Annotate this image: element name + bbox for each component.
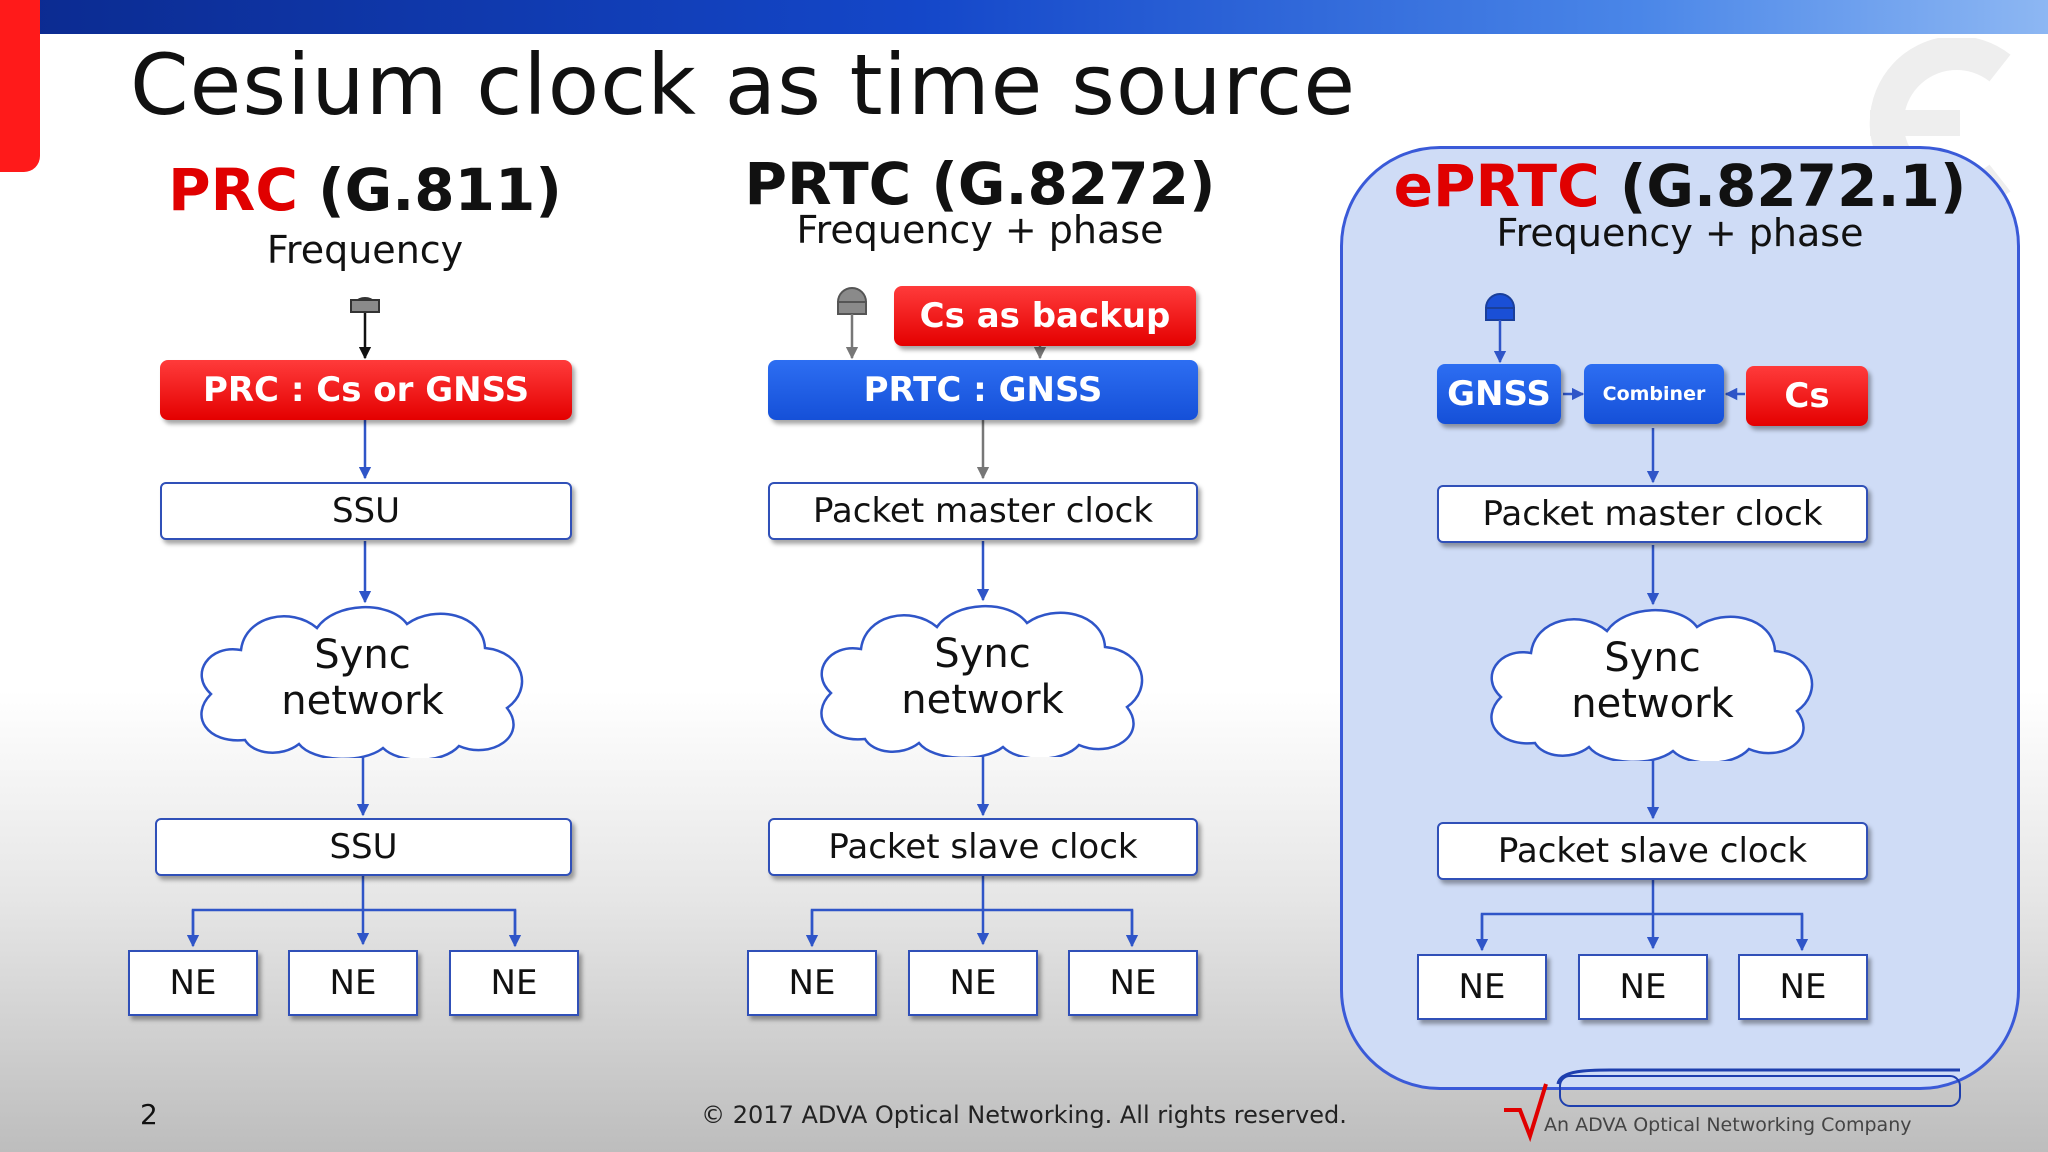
prc-sync-network-cloud: Sync network (185, 598, 540, 761)
antenna-icon (1484, 293, 1516, 321)
prtc-sync-network-cloud: Sync network (805, 597, 1160, 760)
copyright-notice: © 2017 ADVA Optical Networking. All righ… (701, 1101, 1347, 1129)
eprtc-heading-accent: ePRTC (1393, 152, 1600, 220)
prtc-ne-box: NE (747, 950, 877, 1016)
antenna-icon (836, 287, 868, 315)
prtc-slave-box: Packet slave clock (768, 818, 1198, 876)
prtc-source-box: PRTC : GNSS (768, 360, 1198, 420)
prtc-subtitle: Frequency + phase (796, 208, 1164, 252)
cs-box: Cs (1746, 366, 1868, 426)
eprtc-sync-network-cloud: Sync network (1475, 601, 1830, 764)
prc-cloud-label: Sync network (281, 632, 444, 724)
prc-ne-box: NE (128, 950, 258, 1016)
prc-master-ssu-box: SSU (160, 482, 572, 540)
top-bar (0, 0, 2048, 34)
prc-heading-rest: (G.811) (297, 156, 562, 224)
prtc-ne-box: NE (1068, 950, 1198, 1016)
eprtc-heading: ePRTC (G.8272.1) (1360, 152, 2000, 220)
eprtc-subtitle: Frequency + phase (1496, 211, 1864, 255)
prc-ne-box: NE (288, 950, 418, 1016)
prc-subtitle: Frequency (266, 228, 464, 272)
eprtc-slave-box: Packet slave clock (1437, 822, 1868, 880)
prtc-ne-box: NE (908, 950, 1038, 1016)
prc-heading: PRC (G.811) (150, 156, 580, 224)
slide-number: 2 (140, 1098, 158, 1131)
page-title: Cesium clock as time source (130, 36, 1357, 134)
prtc-heading-rest: PRTC (G.8272) (744, 150, 1216, 218)
red-tab (0, 0, 40, 172)
eprtc-cloud-label: Sync network (1571, 635, 1734, 727)
oscilloquartz-logo: An ADVA Optical Networking Company (1500, 1062, 1970, 1144)
prc-heading-accent: PRC (168, 156, 298, 224)
prtc-master-box: Packet master clock (768, 482, 1198, 540)
gnss-box: GNSS (1437, 364, 1561, 424)
eprtc-ne-box: NE (1417, 954, 1547, 1020)
combiner-box: Combiner (1584, 364, 1724, 424)
antenna-icon (349, 297, 381, 313)
prc-ne-box: NE (449, 950, 579, 1016)
eprtc-heading-rest: (G.8272.1) (1599, 152, 1967, 220)
prc-slave-ssu-box: SSU (155, 818, 572, 876)
eprtc-ne-box: NE (1578, 954, 1708, 1020)
cs-backup-box: Cs as backup (894, 286, 1196, 346)
prtc-heading: PRTC (G.8272) (740, 150, 1220, 218)
footer-logo-tagline: An ADVA Optical Networking Company (1544, 1114, 1912, 1136)
oscilloquartz-logo-icon (1504, 1068, 1961, 1143)
eprtc-master-box: Packet master clock (1437, 485, 1868, 543)
prc-source-box: PRC : Cs or GNSS (160, 360, 572, 420)
prtc-cloud-label: Sync network (901, 631, 1064, 723)
eprtc-ne-box: NE (1738, 954, 1868, 1020)
